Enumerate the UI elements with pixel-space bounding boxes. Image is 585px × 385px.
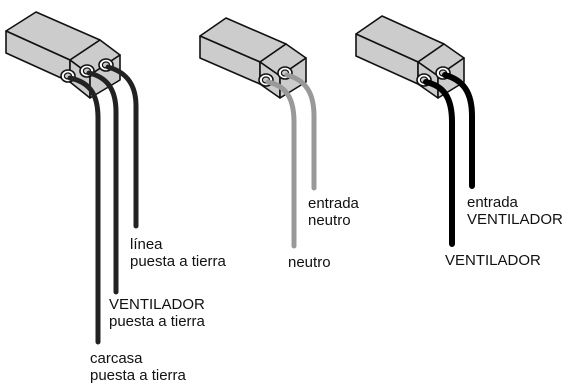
label-line: carcasa (90, 350, 143, 367)
label-linea: línea puesta a tierra (130, 236, 226, 270)
connector-body (199, 17, 307, 99)
wire-ventilador (423, 79, 455, 247)
label-line: neutro (308, 212, 351, 229)
label-line: VENTILADOR (109, 296, 205, 313)
label-line: puesta a tierra (90, 367, 186, 384)
label-ventilador-ground: VENTILADOR puesta a tierra (109, 296, 205, 330)
label-line: entrada (467, 194, 518, 211)
label-ventilador: VENTILADOR (445, 252, 541, 269)
wire-neutro (265, 79, 297, 249)
label-neutro: neutro (288, 254, 331, 271)
wire-ventilador-ground (86, 70, 119, 295)
label-line: VENTILADOR (445, 252, 541, 269)
label-line: neutro (288, 254, 331, 271)
three-pin-connector (5, 11, 139, 345)
connector-body (5, 11, 121, 99)
wire-entrada-ventilador (442, 72, 475, 189)
label-line: entrada (308, 195, 359, 212)
label-line: puesta a tierra (130, 253, 226, 270)
label-line: línea (130, 236, 163, 253)
label-entrada-neutro: entrada neutro (308, 195, 359, 229)
wire-linea (105, 64, 139, 229)
label-line: puesta a tierra (109, 313, 205, 330)
connector-body (355, 15, 465, 99)
fan-connector (355, 15, 475, 247)
label-entrada-ventilador: entrada VENTILADOR (467, 194, 563, 228)
label-line: VENTILADOR (467, 211, 563, 228)
neutral-connector (199, 17, 317, 249)
wire-carcasa (67, 75, 101, 345)
label-carcasa: carcasa puesta a tierra (90, 350, 186, 384)
wire-entrada-neutro (284, 72, 317, 191)
